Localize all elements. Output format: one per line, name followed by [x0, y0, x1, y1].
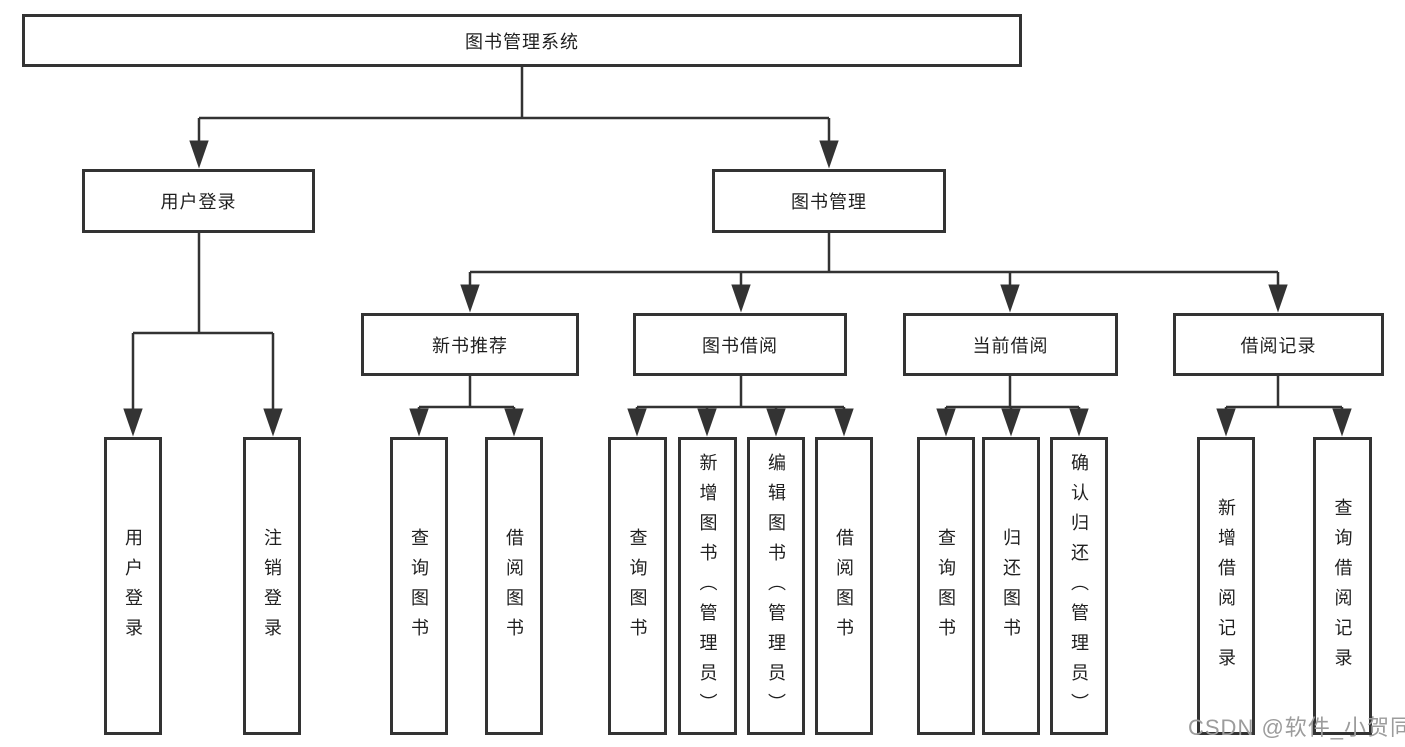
- node-user-login: 用户登录: [82, 169, 315, 233]
- connector-borrowrecords-to-leaves: [1216, 376, 1352, 437]
- leaf-bb-borrow-books: 借阅图书: [815, 437, 873, 735]
- leaf-cb-return-books: 归还图书: [982, 437, 1040, 735]
- connector-userlogin-to-leaves: [123, 233, 283, 437]
- connector-root-to-level2: [189, 67, 839, 169]
- node-book-management: 图书管理: [712, 169, 946, 233]
- leaf-bb-edit-book-admin: 编辑图书（管理员）: [747, 437, 805, 735]
- leaf-cb-confirm-return-admin: 确认归还（管理员）: [1050, 437, 1108, 735]
- leaf-cb-query-books: 查询图书: [917, 437, 975, 735]
- leaf-nb-query-books: 查询图书: [390, 437, 448, 735]
- connector-bookborrow-to-leaves: [627, 376, 854, 437]
- connector-bookmgmt-to-level3: [460, 233, 1288, 313]
- leaf-br-query-record: 查询借阅记录: [1313, 437, 1372, 735]
- leaf-bb-query-books: 查询图书: [608, 437, 667, 735]
- node-book-borrow: 图书借阅: [633, 313, 847, 376]
- connector-newbooks-to-leaves: [409, 376, 524, 437]
- leaf-bb-add-book-admin: 新增图书（管理员）: [678, 437, 737, 735]
- connector-currentborrow-to-leaves: [936, 376, 1089, 437]
- leaf-nb-borrow-books: 借阅图书: [485, 437, 543, 735]
- node-library-system: 图书管理系统: [22, 14, 1022, 67]
- leaf-logout: 注销登录: [243, 437, 301, 735]
- leaf-br-add-record: 新增借阅记录: [1197, 437, 1255, 735]
- node-borrow-records: 借阅记录: [1173, 313, 1384, 376]
- node-current-borrow: 当前借阅: [903, 313, 1118, 376]
- leaf-user-login: 用户登录: [104, 437, 162, 735]
- node-new-book-recommend: 新书推荐: [361, 313, 579, 376]
- csdn-watermark: CSDN @软件_小贺同学: [1188, 715, 1405, 740]
